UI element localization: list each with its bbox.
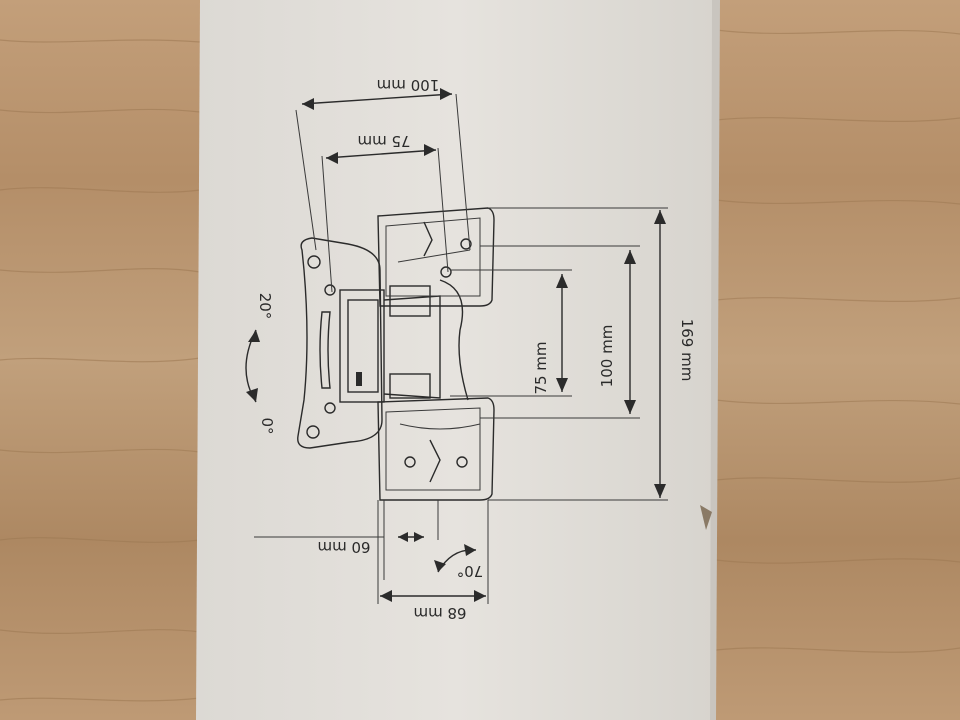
label-depth-68: 68 mm [413, 604, 466, 622]
wall-screw [423, 221, 433, 257]
bracket-block [389, 285, 431, 317]
bracket-inner [347, 299, 379, 393]
wall-plate-top-inner [385, 217, 481, 297]
vesa-plate [297, 237, 383, 449]
wall-plate-bottom-inner [385, 407, 481, 491]
wood-grain [0, 29, 960, 702]
product-box [196, 0, 716, 720]
plate-hole [306, 425, 320, 439]
plate-hole [324, 402, 336, 414]
plate-slot [319, 311, 331, 389]
label-height-100: 100 mm [598, 325, 616, 388]
plate-hole [324, 284, 336, 296]
wall-screw [429, 439, 441, 483]
label-width-100: 100 mm [377, 76, 440, 94]
label-swivel-70: 70° [457, 562, 484, 580]
dimension-lines [245, 88, 668, 604]
dimension-labels: 100 mm 75 mm 169 mm 100 mm 75 mm 60 mm 6… [256, 76, 696, 622]
box-dent [700, 505, 712, 530]
bracket-body [339, 289, 385, 403]
plate-hole [307, 255, 321, 269]
wall-plate-top [377, 207, 495, 307]
bracket-arm [383, 295, 441, 399]
plate-ridge [399, 423, 481, 430]
wall-hole [456, 456, 468, 468]
wall-hole [404, 456, 416, 468]
bracket-block [389, 373, 431, 399]
wall-plate-bottom [377, 397, 495, 501]
bracket-curve [439, 279, 469, 401]
label-tilt-0: 0° [258, 417, 276, 434]
label-height-169: 169 mm [678, 319, 696, 382]
wall-hole [460, 238, 472, 250]
label-width-75: 75 mm [357, 132, 410, 150]
bracket-screw [356, 372, 362, 386]
label-depth-60: 60 mm [317, 538, 370, 556]
box-edge [710, 0, 720, 720]
label-height-75: 75 mm [532, 341, 550, 394]
wall-mount-drawing [297, 207, 495, 501]
label-tilt-20: 20° [256, 293, 274, 320]
wall-hole [440, 266, 452, 278]
plate-ridge [397, 249, 471, 263]
